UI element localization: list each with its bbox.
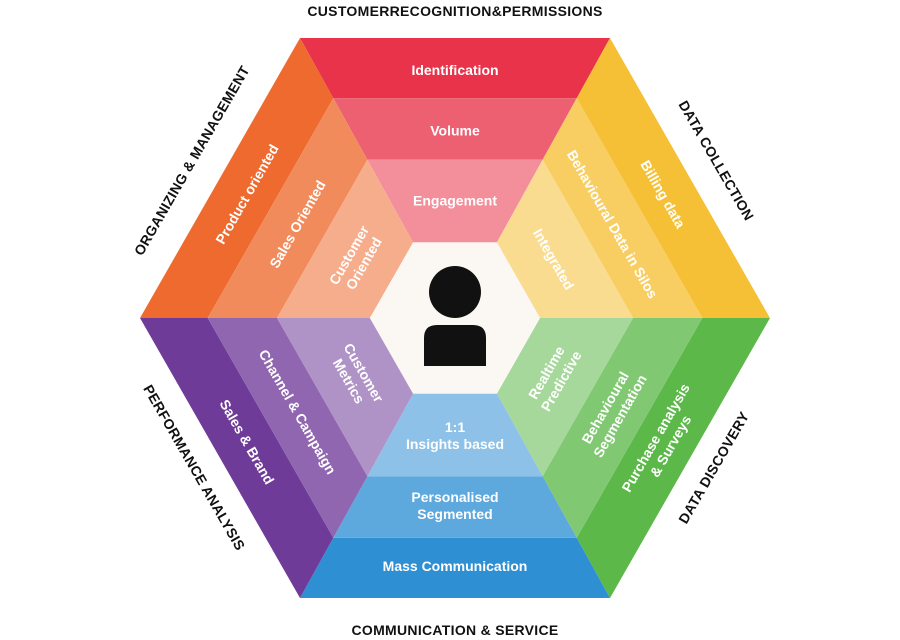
upper-left-middle-ring-segment xyxy=(207,98,368,318)
top-middle-label-line: Volume xyxy=(430,122,480,138)
bottom-outer-ring-segment xyxy=(300,537,610,598)
bottom-inner-ring-segment xyxy=(367,393,543,477)
upper-right-inner-ring-segment xyxy=(496,159,633,318)
lower-right-middle-ring-segment xyxy=(542,318,703,538)
bottom-middle-ring-segment xyxy=(333,476,577,538)
lower-right-inner-ring-segment xyxy=(496,318,633,477)
center-hexagon xyxy=(369,242,540,394)
top-middle-label: Volume xyxy=(430,122,480,138)
lower-left-inner-ring-segment xyxy=(277,318,414,477)
top-inner-label-line: Engagement xyxy=(413,192,497,208)
top-inner-ring-segment xyxy=(367,159,543,243)
bottom-outer-label: Mass Communication xyxy=(383,558,528,574)
bottom-inner-label-line: Insights based xyxy=(406,436,504,452)
bottom-outer-label-line: Mass Communication xyxy=(383,558,528,574)
title-bottom: COMMUNICATION & SERVICE xyxy=(351,622,558,638)
top-inner-label: Engagement xyxy=(413,192,497,208)
upper-right-outer-ring-segment xyxy=(576,38,770,318)
top-middle-ring-segment xyxy=(333,98,577,160)
upper-left-inner-ring-segment xyxy=(277,159,414,318)
top-outer-label: Identification xyxy=(411,62,498,78)
upper-left-outer-ring-segment xyxy=(140,38,334,318)
bottom-middle-label-line: Segmented xyxy=(417,506,492,522)
lower-left-outer-ring-segment xyxy=(140,318,334,598)
lower-left-middle-ring-segment xyxy=(207,318,368,538)
top-outer-ring-segment xyxy=(300,38,610,99)
lower-right-outer-ring-segment xyxy=(576,318,770,598)
upper-right-middle-ring-segment xyxy=(542,98,703,318)
bottom-middle-label-line: Personalised xyxy=(411,489,498,505)
bottom-inner-label-line: 1:1 xyxy=(445,419,465,435)
title-top: CUSTOMERRECOGNITION&PERMISSIONS xyxy=(307,3,602,19)
person-icon xyxy=(424,266,486,366)
top-outer-label-line: Identification xyxy=(411,62,498,78)
